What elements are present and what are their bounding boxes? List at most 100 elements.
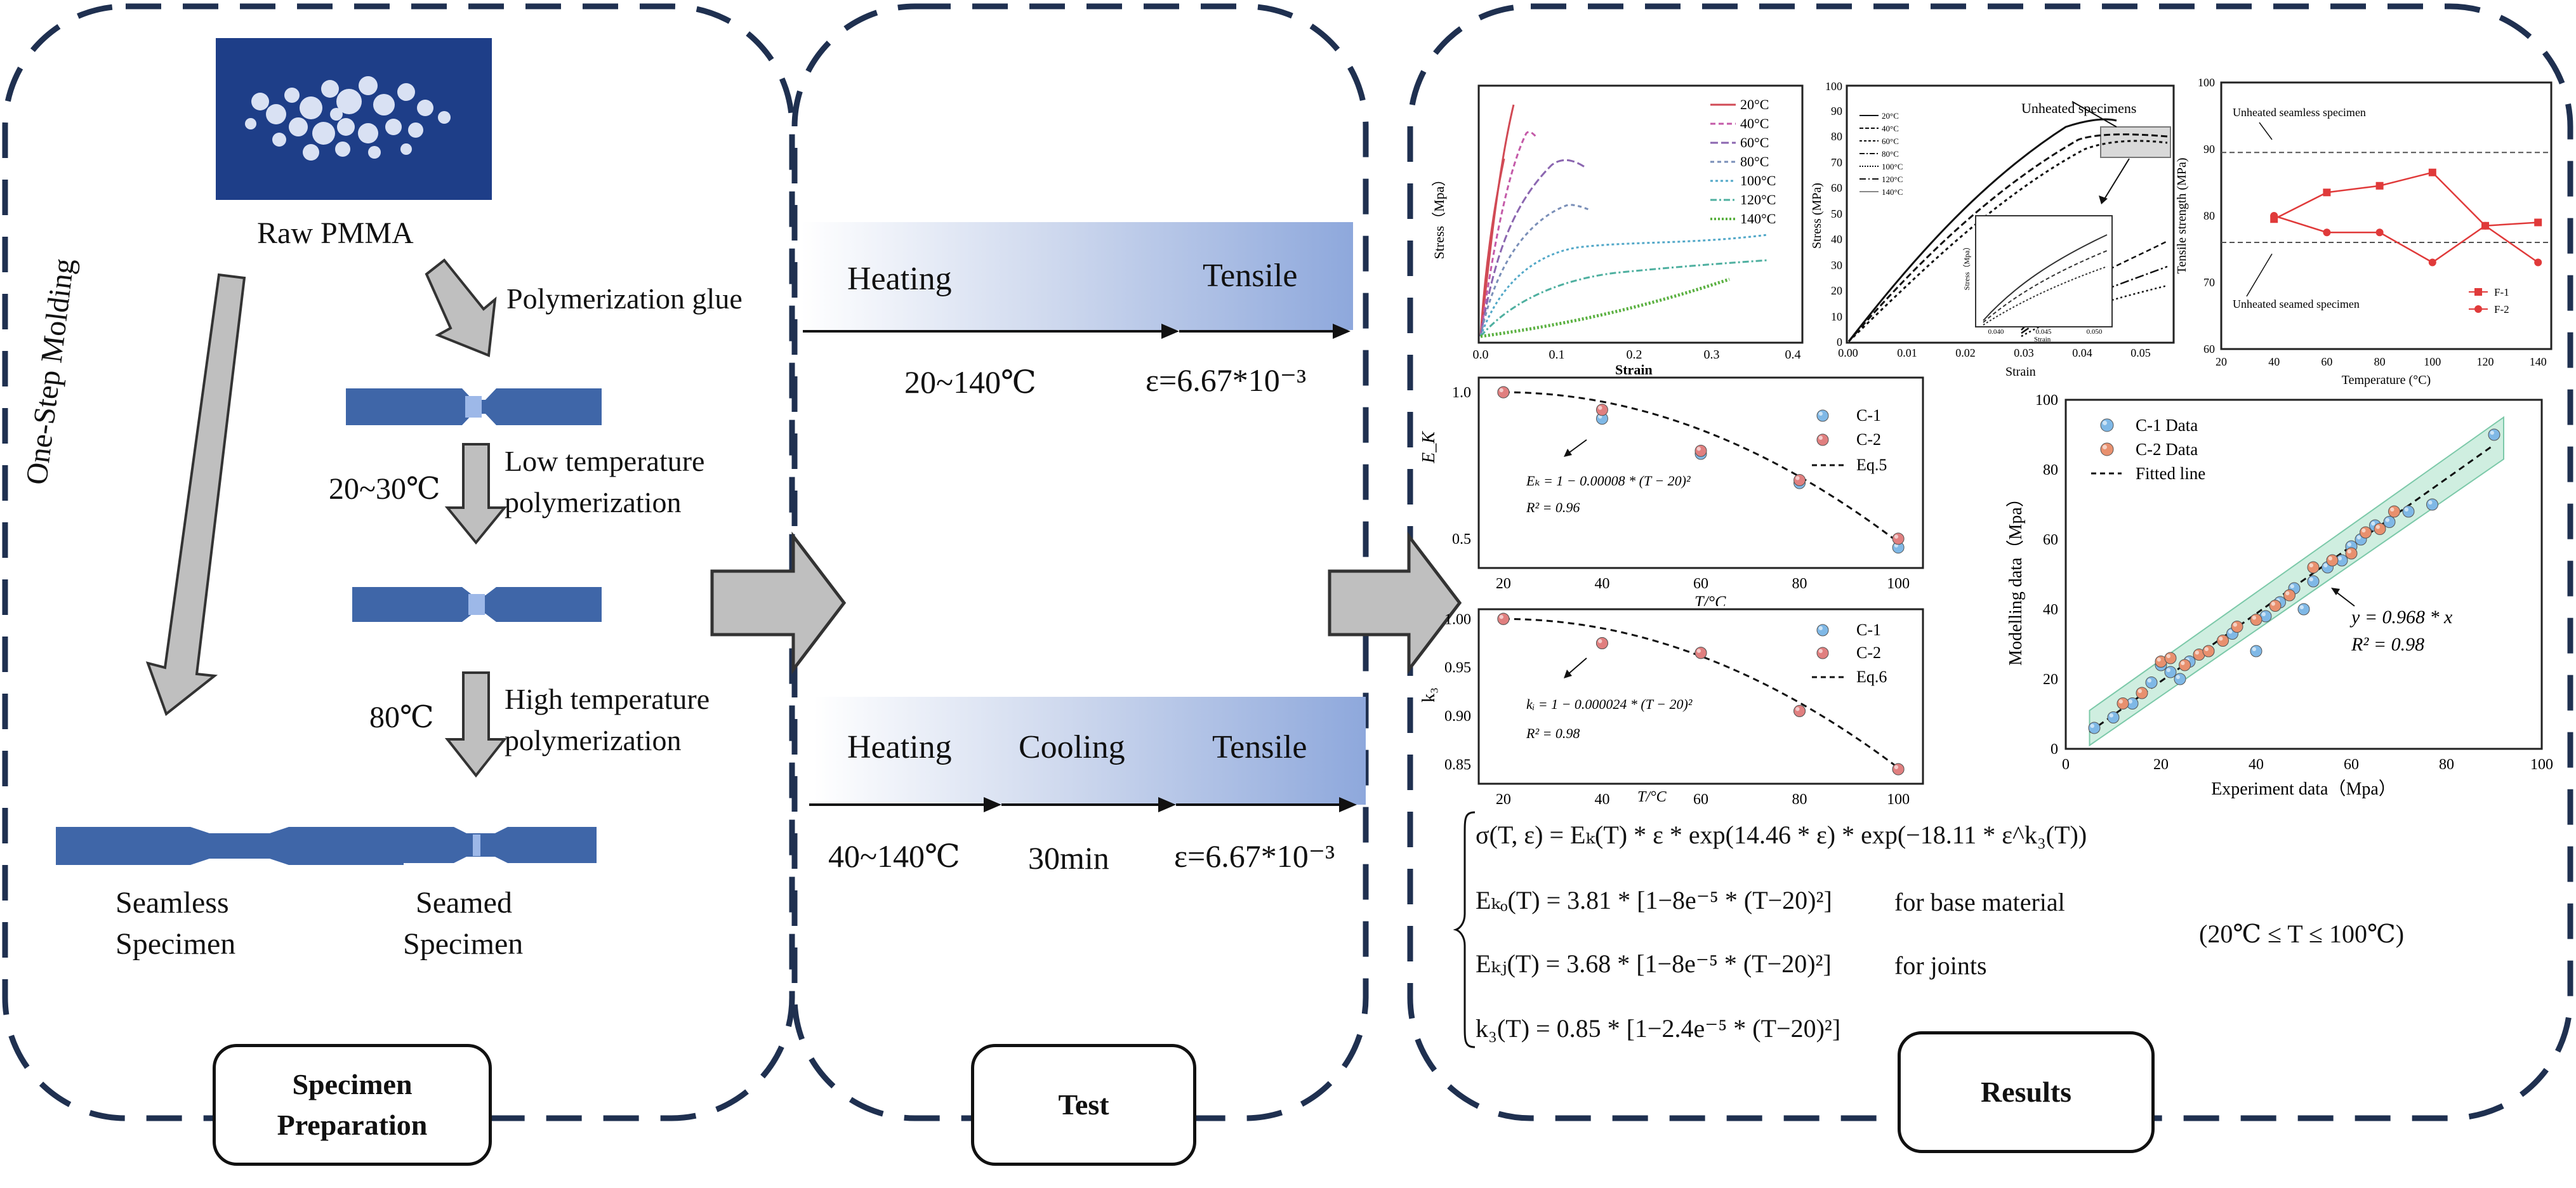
ek-xtick-1: 40 bbox=[1594, 576, 1609, 592]
equation-3: Eₖⱼ(T) = 3.68 * [1−8e⁻⁵ * (T−20)²] bbox=[1476, 949, 1832, 978]
model-ytick-2: 40 bbox=[2043, 602, 2058, 618]
tensile-f2-point-3 bbox=[2428, 258, 2436, 267]
model-legend-0: C-1 Data bbox=[2136, 416, 2198, 435]
stress-legend-3: 80°C bbox=[1740, 154, 1769, 169]
stress-legend-4: 100°C bbox=[1740, 173, 1776, 188]
high-temp-label-2: polymerization bbox=[505, 724, 682, 756]
model-c1-point-5 bbox=[2164, 666, 2177, 678]
equation-4: k₃(T) = 0.85 * [1−2.4e⁻⁵ * (T−20)²] bbox=[1476, 1014, 1841, 1043]
tensile-ytick-4: 100 bbox=[2198, 76, 2215, 89]
ss2-inset-xlabel: Strain bbox=[2034, 336, 2051, 343]
model-c2-point-15 bbox=[2360, 526, 2372, 539]
k3-legend-c1-marker bbox=[1816, 624, 1829, 637]
ek-formula: Eₖ = 1 − 0.00008 * (T − 20)² bbox=[1526, 473, 1691, 489]
test2-heating: Heating bbox=[847, 729, 952, 765]
k3-c2-point-2 bbox=[1694, 647, 1707, 659]
ss2-ytick-7: 70 bbox=[1831, 156, 1842, 169]
ek-xtick-2: 60 bbox=[1693, 576, 1708, 592]
ek-ytick-1: 1.0 bbox=[1452, 385, 1471, 401]
k3-c2-point-0-shine bbox=[1499, 614, 1503, 619]
ss2-xtick-4: 0.04 bbox=[2072, 346, 2092, 359]
k3-c2-point-3 bbox=[1793, 704, 1806, 717]
model-legend-c2-marker bbox=[2100, 442, 2114, 456]
test2-tensile: Tensile bbox=[1212, 729, 1307, 765]
model-c2-point-5-shine bbox=[2195, 650, 2199, 655]
model-c2-point-15-shine bbox=[2361, 528, 2366, 532]
preparation-arrows bbox=[56, 258, 602, 865]
stress-strain-unheated-chart: 0 10 20 30 40 50 60 70 80 90 100 0.00 0.… bbox=[1812, 80, 2175, 379]
stress-xlabel: Strain bbox=[1615, 362, 1653, 374]
tensile-note-bottom: Unheated seamed specimen bbox=[2233, 298, 2360, 310]
model-plot-frame bbox=[2064, 399, 2543, 750]
stress-strain-chart: 20°C 40°C 60°C 80°C 100°C 120°C 140°C 0.… bbox=[1431, 84, 1804, 374]
ek-c2-point-4 bbox=[1892, 532, 1905, 545]
model-xtick-4: 80 bbox=[2439, 756, 2454, 773]
model-c1-point-18-shine bbox=[2347, 542, 2351, 546]
low-temp-arrow bbox=[444, 443, 508, 545]
results-title-box: Results bbox=[1898, 1031, 2155, 1153]
model-legend-c2-marker-shine bbox=[2103, 445, 2107, 449]
model-c1-point-19-shine bbox=[2356, 535, 2361, 539]
model-c1-point-3-shine bbox=[2147, 678, 2151, 683]
model-c2-point-0 bbox=[2117, 697, 2129, 710]
ek-legend-0: C-1 bbox=[1856, 406, 1881, 425]
k3-legend-c2-marker bbox=[1816, 647, 1829, 659]
tensile-ytick-2: 80 bbox=[2203, 209, 2215, 222]
tensile-f1-point-1 bbox=[2323, 188, 2331, 197]
k3-legend-c1-marker-shine bbox=[1818, 626, 1823, 630]
ss2-inset-ylabel: Stress（Mpa） bbox=[1962, 243, 1971, 291]
ek-plot-frame bbox=[1477, 376, 1924, 569]
high-temp-arrow bbox=[444, 671, 508, 778]
ss2-legend-0: 20°C bbox=[1882, 111, 1899, 121]
ss2-ytick-2: 20 bbox=[1831, 284, 1842, 297]
k3-r2: R² = 0.98 bbox=[1526, 725, 1580, 741]
ss2-ytick-0: 0 bbox=[1837, 336, 1842, 348]
equation-2-note: for base material bbox=[1894, 888, 2065, 916]
model-c2-point-2-shine bbox=[2157, 657, 2161, 662]
k3-c2-point-1 bbox=[1595, 637, 1608, 649]
model-c2-point-9 bbox=[2250, 614, 2262, 626]
model-c2-point-16-shine bbox=[2375, 525, 2380, 529]
model-ytick-0: 0 bbox=[2051, 741, 2058, 758]
stress-xtick-2: 0.2 bbox=[1627, 348, 1642, 362]
ek-c2-point-2-shine bbox=[1696, 447, 1701, 451]
tensile-note-top: Unheated seamless specimen bbox=[2233, 106, 2366, 119]
ek-c2-point-2 bbox=[1694, 444, 1707, 457]
transition-arrow-2 bbox=[1328, 531, 1462, 675]
low-temp-label-1: Low temperature bbox=[505, 445, 705, 477]
model-c2-point-12-shine bbox=[2309, 563, 2313, 567]
test1-rate: ε=6.67*10⁻³ bbox=[1146, 362, 1307, 398]
ek-ytick-0: 0.5 bbox=[1452, 531, 1471, 548]
stress-legend-1: 40°C bbox=[1740, 116, 1769, 131]
ss2-xtick-1: 0.01 bbox=[1897, 346, 1917, 359]
model-c2-point-17-shine bbox=[2390, 507, 2394, 512]
model-c1-point-0 bbox=[2088, 722, 2101, 734]
ss2-ytick-9: 90 bbox=[1831, 105, 1842, 117]
ek-legend-c2-marker-shine bbox=[1818, 435, 1823, 440]
test2-cooling: Cooling bbox=[1019, 729, 1125, 765]
model-c1-point-2-shine bbox=[2128, 699, 2132, 704]
model-legend-c1-marker bbox=[2100, 418, 2114, 432]
model-c1-point-22-shine bbox=[2404, 507, 2408, 512]
model-c1-point-14 bbox=[2297, 603, 2310, 616]
raw-pmma-photo bbox=[216, 38, 492, 200]
stress-legend-6: 140°C bbox=[1740, 211, 1776, 227]
ek-legend-2: Eq.5 bbox=[1856, 456, 1887, 474]
ek-r2: R² = 0.96 bbox=[1526, 499, 1580, 515]
ek-c2-point-4-shine bbox=[1894, 534, 1899, 539]
test-band-1 bbox=[801, 222, 1353, 330]
tensile-xtick-5: 120 bbox=[2477, 355, 2494, 368]
ek-xtick-0: 20 bbox=[1496, 576, 1511, 592]
model-c2-point-11 bbox=[2283, 589, 2295, 602]
model-pointer-head bbox=[2331, 588, 2340, 595]
seamed-label-2: Specimen bbox=[403, 927, 524, 961]
stress-xtick-0: 0.0 bbox=[1473, 348, 1489, 362]
seamless-label-2: Specimen bbox=[116, 927, 236, 961]
ss2-xlabel: Strain bbox=[2005, 365, 2036, 379]
ss2-ylabel: Stress (MPa) bbox=[1812, 183, 1824, 249]
model-c1-point-6 bbox=[2174, 673, 2186, 685]
model-ytick-4: 80 bbox=[2043, 462, 2058, 478]
test-band-2 bbox=[814, 697, 1366, 805]
model-c1-point-24-shine bbox=[2490, 430, 2494, 435]
ek-pointer bbox=[1567, 439, 1587, 454]
